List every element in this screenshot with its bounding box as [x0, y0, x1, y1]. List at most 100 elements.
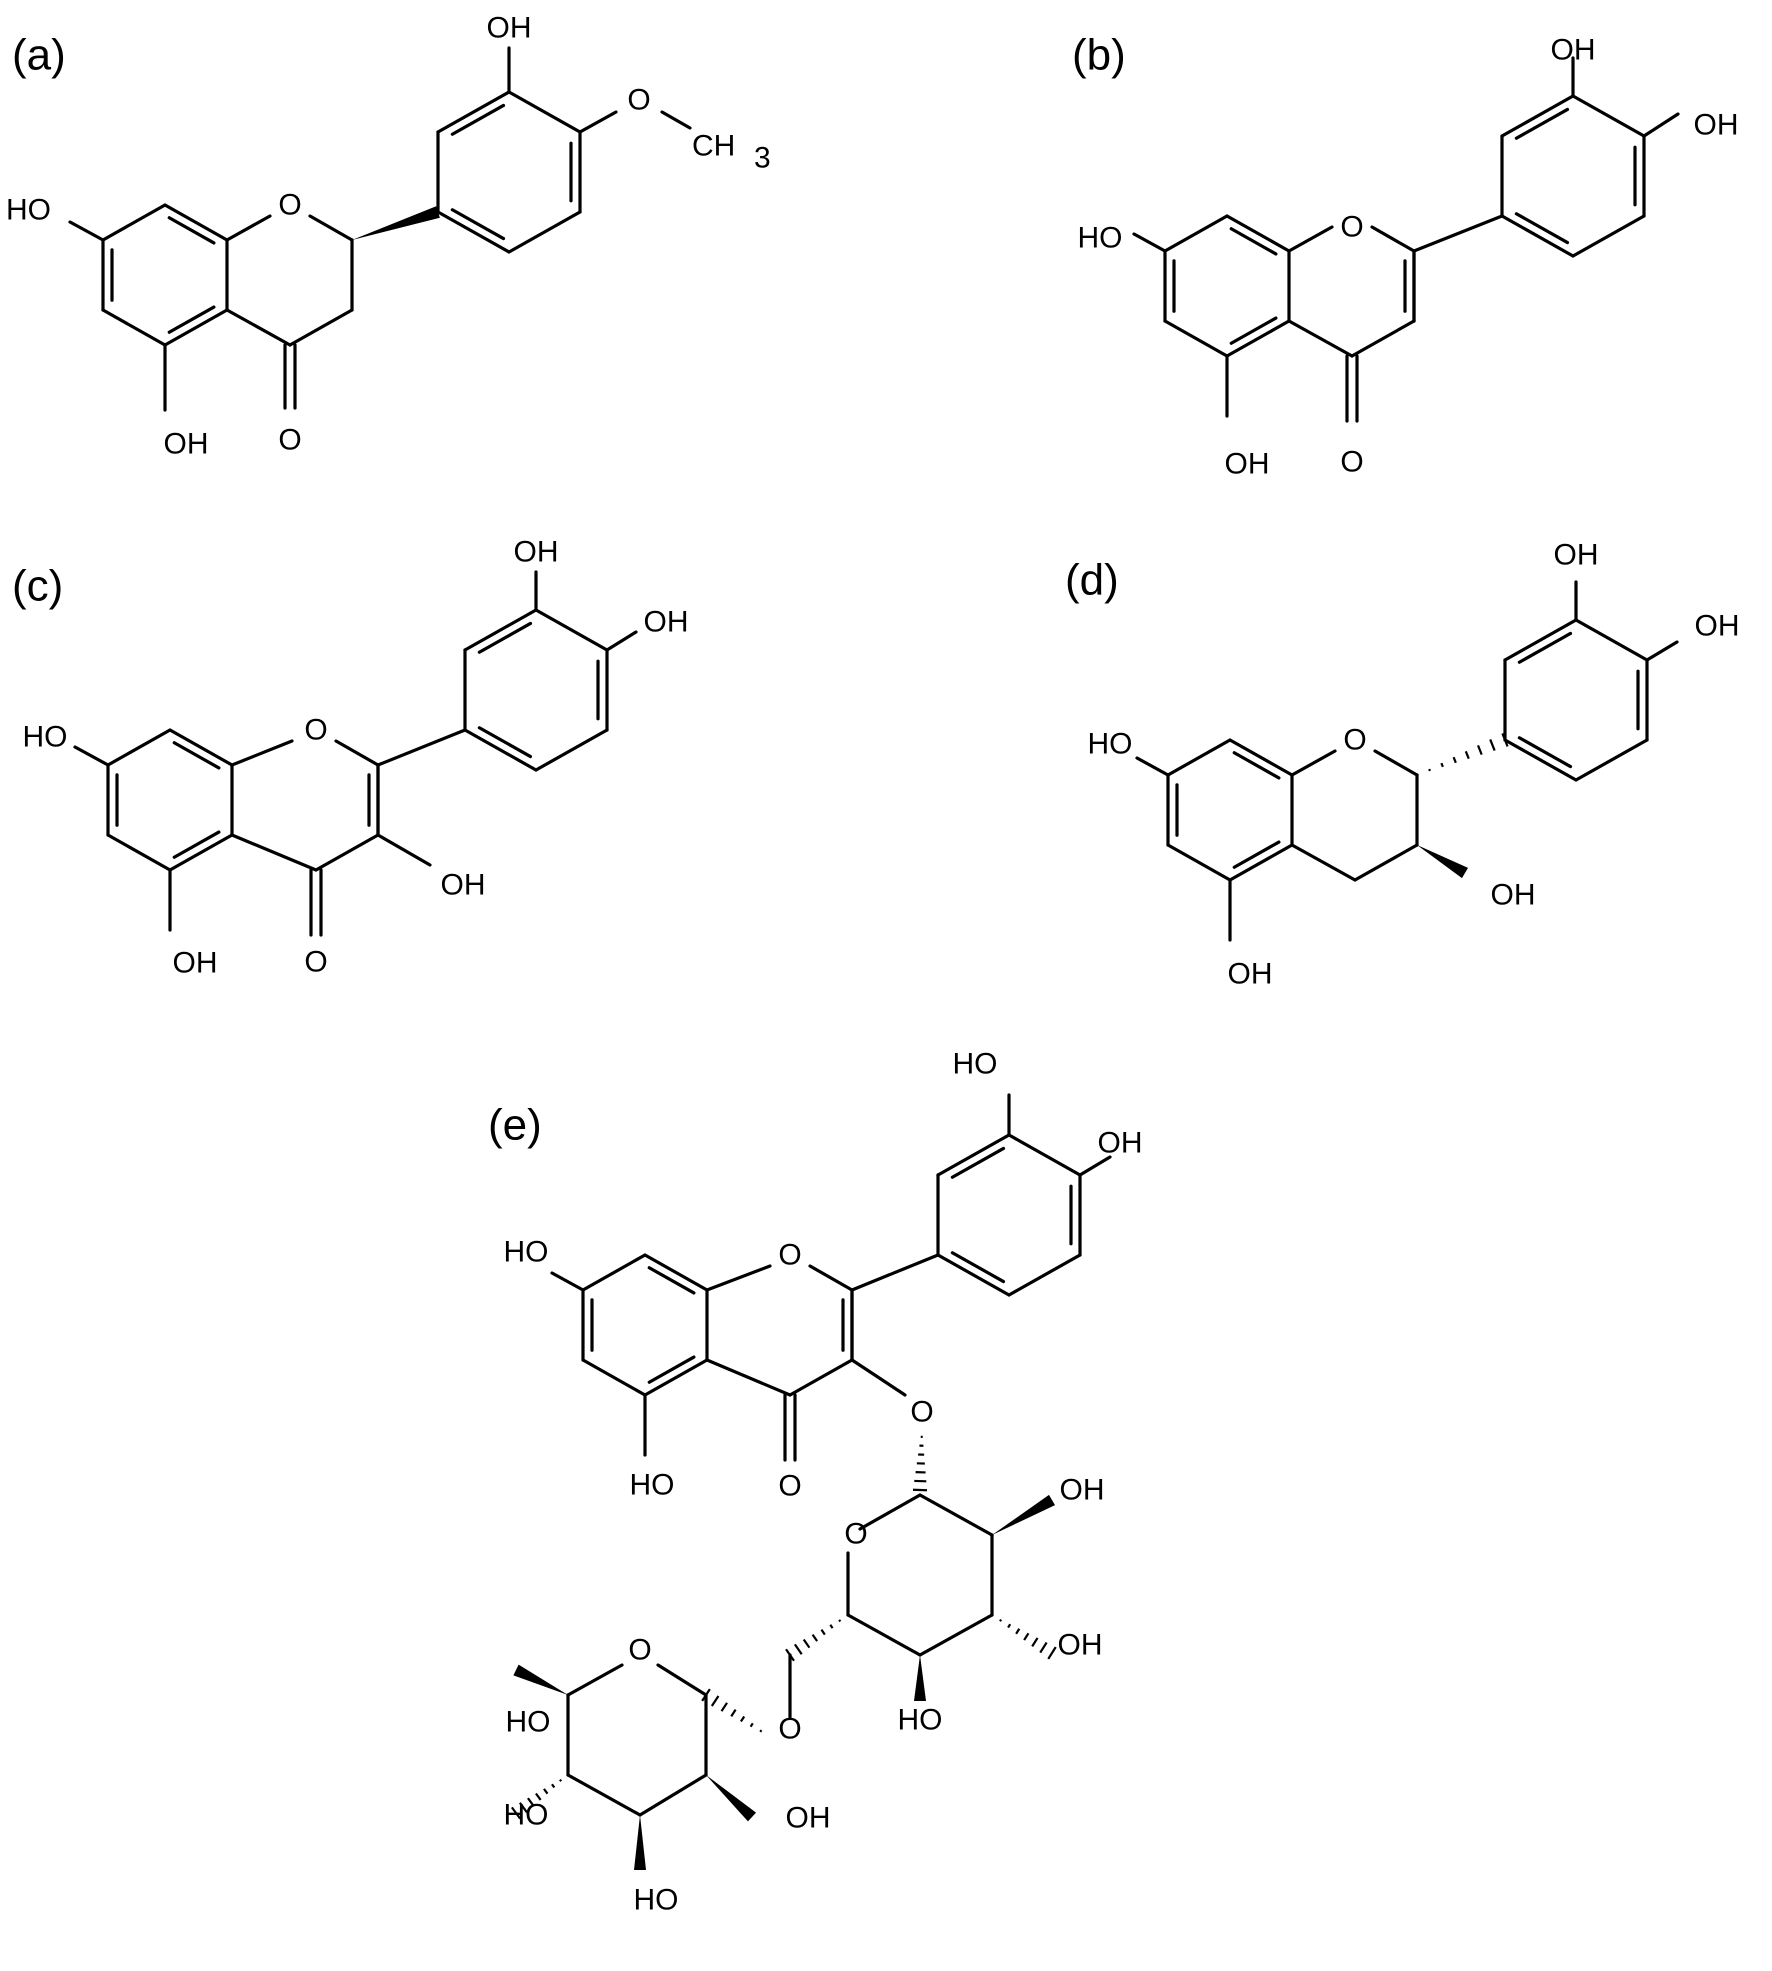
bond — [534, 608, 609, 652]
hash-bond — [1489, 739, 1496, 751]
panel-e-glucose-ring-o: O — [844, 1518, 867, 1551]
bond — [1412, 214, 1504, 253]
bond — [1225, 214, 1291, 253]
bond — [1078, 1155, 1112, 1177]
hash-bond — [519, 1802, 528, 1814]
double-bond-inner — [950, 1251, 1006, 1284]
double-bond-inner — [1517, 736, 1573, 769]
panel-d-label: (d) — [1065, 556, 1119, 605]
double-bond-inner — [647, 1266, 696, 1295]
bond — [334, 739, 380, 767]
wedge-bond — [352, 206, 440, 240]
panel-e-glucose-oh-2: OH — [1060, 1474, 1105, 1507]
bond — [230, 833, 318, 872]
bond — [225, 214, 272, 242]
panel-a-ch3-subscript: 3 — [754, 142, 771, 175]
bond — [1290, 843, 1357, 882]
hash-bond — [527, 1797, 535, 1807]
bond — [1166, 738, 1232, 777]
double-bond-inner — [1229, 227, 1278, 256]
bond — [1135, 756, 1170, 777]
bond — [566, 1773, 642, 1817]
double-bond-inner — [167, 216, 216, 245]
bond — [225, 308, 292, 347]
bond — [850, 1253, 940, 1292]
panel-d-ring-o: O — [1343, 724, 1366, 757]
hash-bond — [543, 1788, 549, 1795]
bond — [705, 1358, 792, 1397]
double-bond-inner — [1517, 631, 1573, 664]
bond — [788, 1358, 854, 1397]
wedge-bond — [914, 1655, 926, 1701]
bond — [936, 1253, 1011, 1297]
panel-e-label: (e) — [488, 1101, 542, 1150]
bond — [1574, 618, 1649, 662]
wedge-bond — [513, 1664, 568, 1695]
wedge-bond — [706, 1775, 757, 1822]
hash-bond — [710, 1695, 720, 1707]
bond — [534, 728, 609, 772]
bond — [507, 90, 582, 134]
bond — [638, 1773, 708, 1817]
panel-b-oh-5: OH — [1225, 448, 1270, 481]
panel-c-carbonyl-o: O — [304, 946, 327, 979]
panel-e-rhamnose-ho-2: HO — [504, 1799, 549, 1832]
bond — [230, 739, 294, 767]
panel-d-oh-3p: OH — [1554, 539, 1599, 572]
bond — [1290, 749, 1337, 777]
double-bond-inner — [167, 305, 216, 334]
bonds-layer — [68, 46, 1680, 1870]
wedge-bond — [1417, 845, 1469, 879]
bond — [168, 728, 234, 767]
bond — [846, 1613, 922, 1657]
bond — [605, 630, 638, 652]
bond — [1163, 214, 1229, 253]
double-bond-inner — [950, 1146, 1006, 1179]
hash-bond — [720, 1702, 728, 1712]
panel-d-ho-7: HO — [1088, 728, 1133, 761]
bond — [660, 110, 692, 130]
panel-c-oh-5: OH — [173, 947, 218, 980]
panel-e-glucose-oh-3: OH — [1058, 1629, 1103, 1662]
bond — [936, 1133, 1011, 1177]
bond — [376, 728, 467, 767]
hash-bond — [1452, 756, 1457, 764]
bond — [68, 220, 105, 242]
panel-e-glycosidic-o: O — [910, 1396, 933, 1429]
panel-a-oh-5: OH — [164, 428, 209, 461]
panel-c-oh-3: OH — [441, 869, 486, 902]
hash-bond — [759, 1729, 763, 1733]
bond — [1373, 749, 1419, 777]
bond — [1166, 843, 1232, 882]
panel-b-oh-3: OH — [1551, 34, 1596, 67]
panel-b-ho-7: HO — [1078, 222, 1123, 255]
panel-c-oh-3p: OH — [514, 536, 559, 569]
double-bond-inner — [172, 830, 221, 859]
bond — [163, 203, 229, 242]
hash-bond — [829, 1624, 834, 1629]
double-bond-inner — [1229, 316, 1278, 345]
bond — [436, 210, 511, 254]
bond — [578, 110, 618, 134]
panel-e-rhamnose-ho-4: HO — [634, 1884, 679, 1917]
bond — [1571, 214, 1646, 258]
bond — [1503, 738, 1578, 782]
bond — [1350, 319, 1416, 358]
wedge-bond — [634, 1815, 646, 1870]
double-bond-inner — [1232, 840, 1281, 869]
bond — [1370, 225, 1416, 253]
bond — [705, 1264, 772, 1292]
bond — [1225, 319, 1291, 358]
panel-d-oh-4p: OH — [1695, 610, 1740, 643]
hash-bond — [811, 1633, 819, 1642]
bond — [463, 608, 538, 652]
bond — [101, 203, 167, 242]
double-bond-inner — [1514, 212, 1570, 245]
hash-bond — [793, 1643, 803, 1655]
hash-bond — [1476, 744, 1483, 756]
hash-bond — [510, 1806, 522, 1820]
panel-b-carbonyl-o: O — [1340, 446, 1363, 479]
panel-a-label: (a) — [12, 31, 66, 80]
panel-e-oh-4p: OH — [1098, 1127, 1143, 1160]
